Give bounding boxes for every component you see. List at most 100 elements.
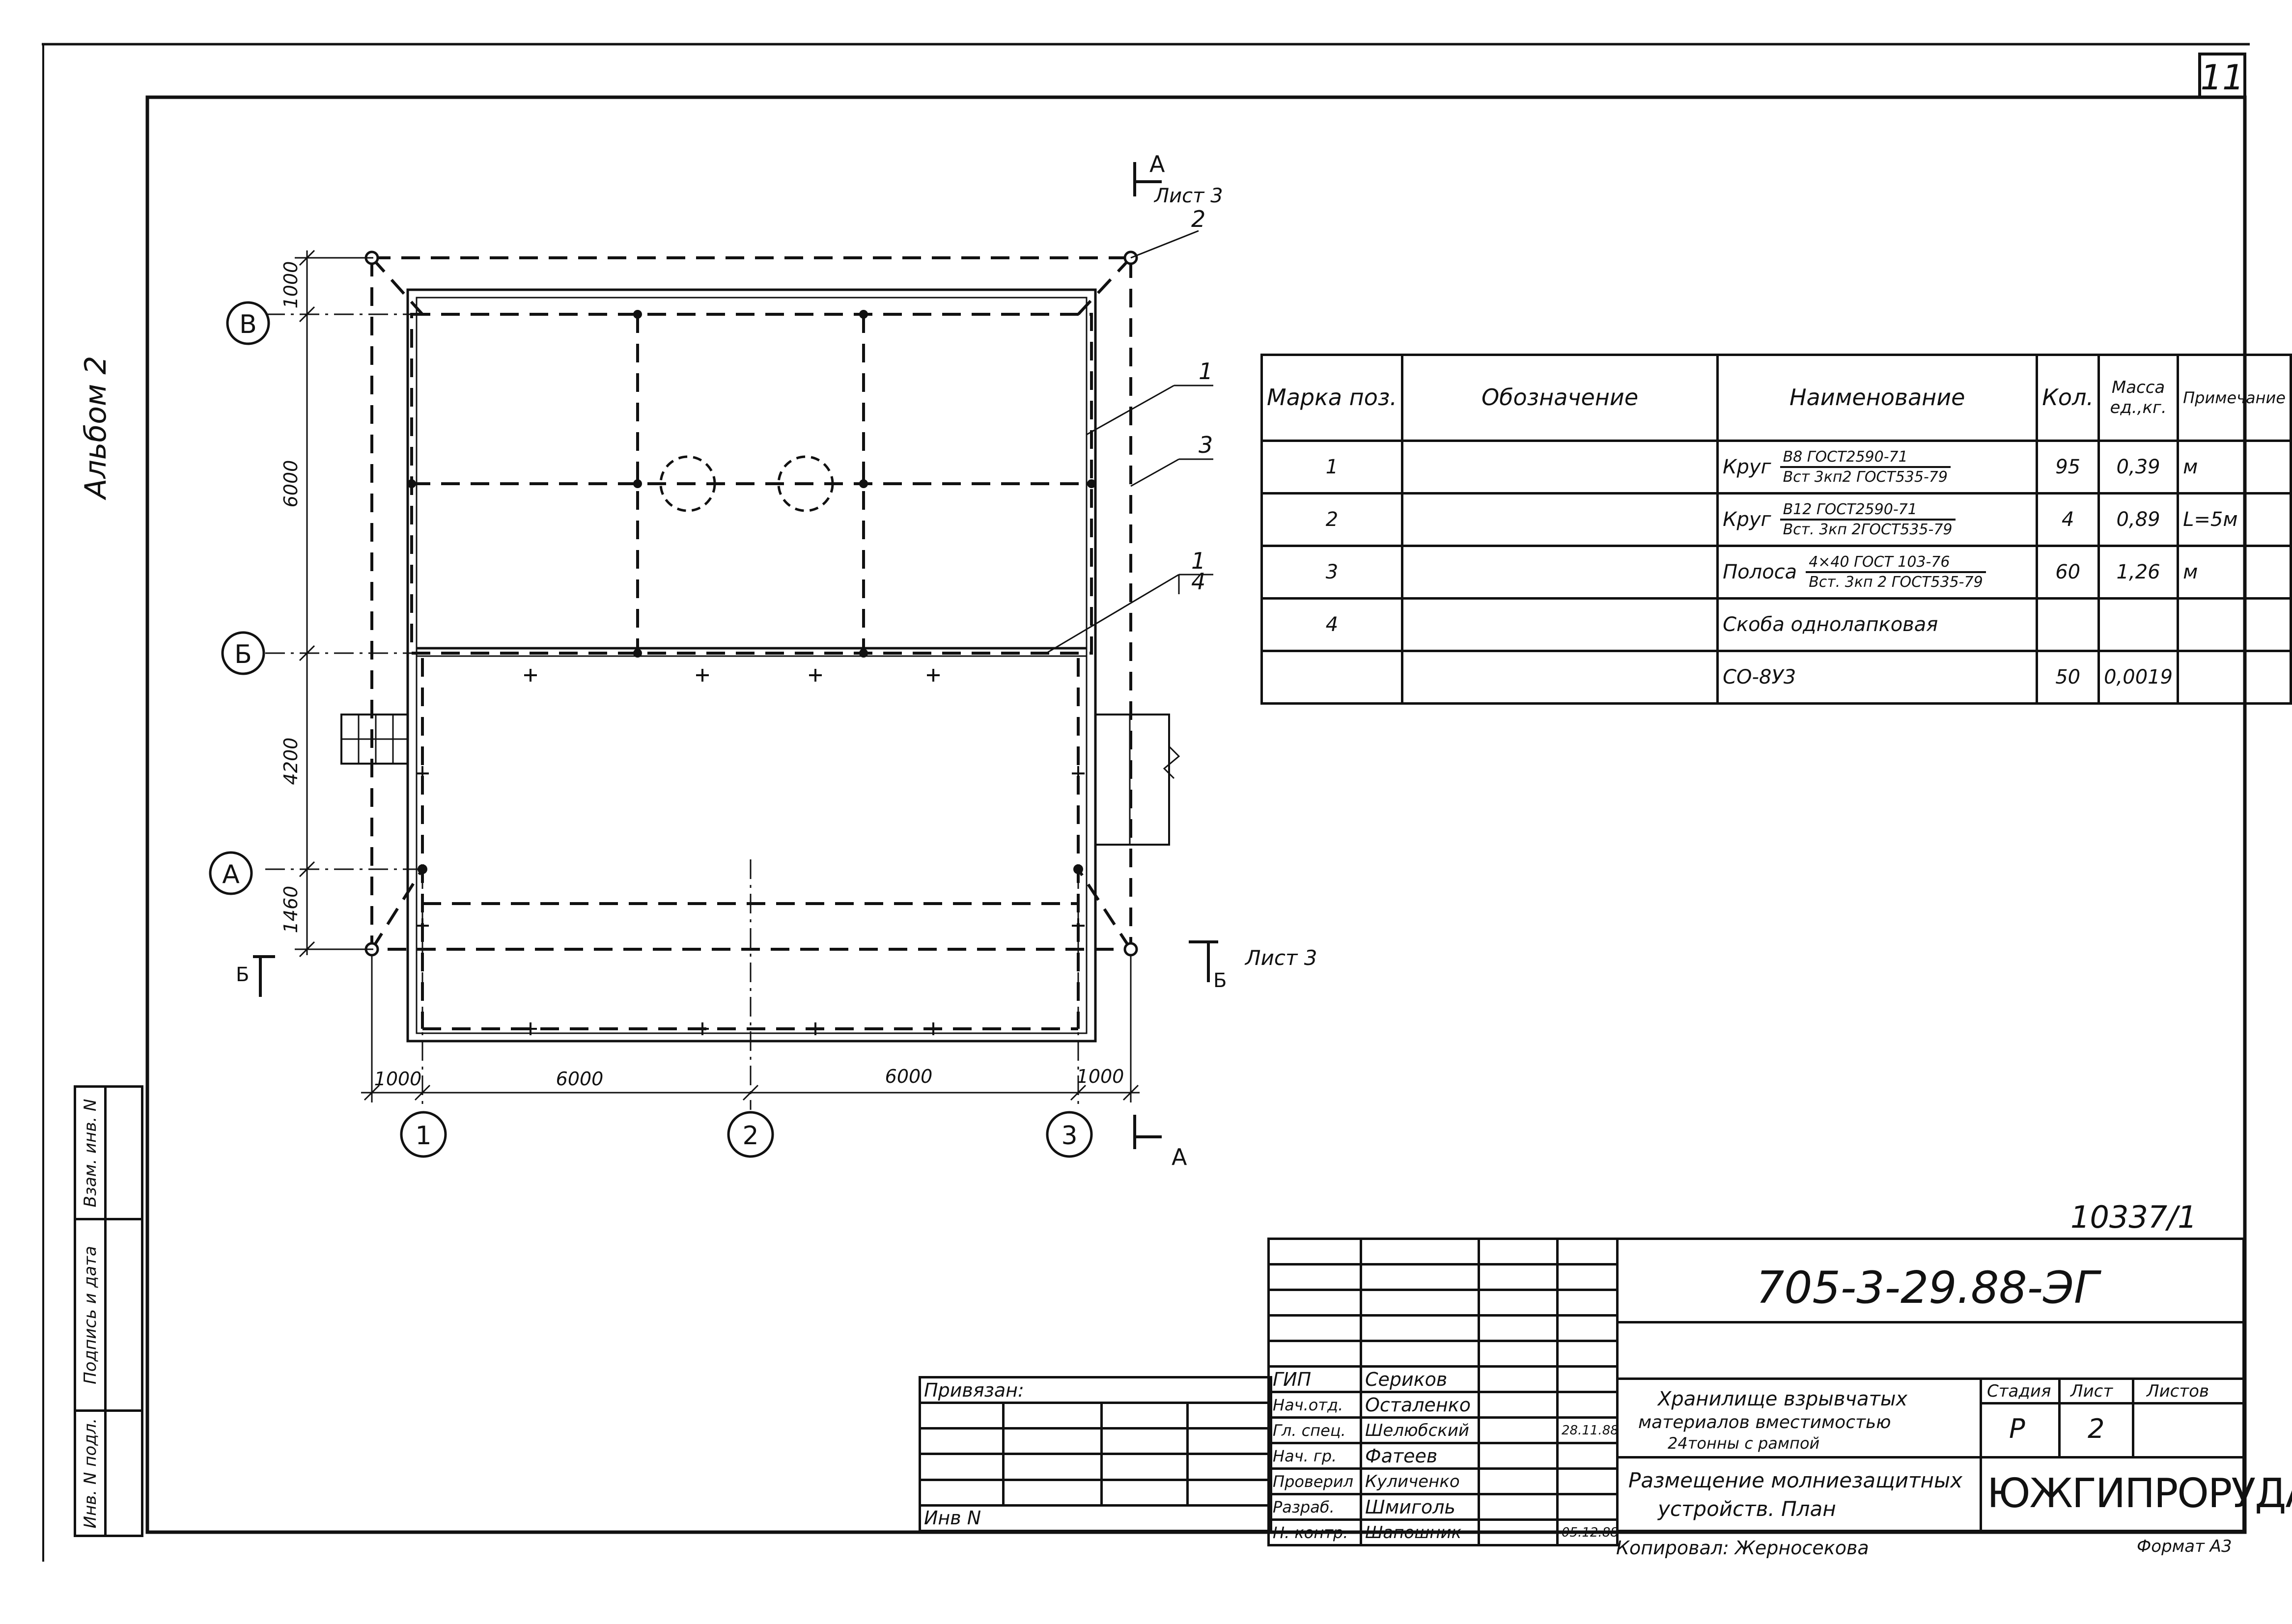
axis-letter-b: Б	[234, 640, 252, 669]
ground-loop	[370, 258, 1132, 951]
dim-h-2: 6000	[556, 1068, 604, 1090]
sig-name: Шмиголь	[1360, 1493, 1480, 1521]
sheet-title-2: устройств. План	[1658, 1497, 1836, 1521]
callout-4: 4	[1191, 568, 1205, 595]
section-right-letter: Б	[1213, 969, 1227, 992]
sheets-label: Листов	[2147, 1381, 2209, 1401]
spec-mass: 0,0019	[2097, 650, 2180, 705]
axis-letter-bubbles: В Б А	[209, 301, 270, 895]
section-mark-right	[1189, 940, 1218, 982]
sig-name: Фатеев	[1360, 1442, 1480, 1470]
callout-3: 3	[1199, 432, 1213, 458]
signature-row: Нач. гр.Фатеев	[1267, 1442, 1619, 1470]
spec-note	[2177, 597, 2292, 652]
sig-role: Нач.отд.	[1267, 1391, 1362, 1419]
spec-mass: 0,89	[2097, 492, 2180, 547]
spec-header-mass: Масса ед.,кг.	[2097, 354, 2180, 442]
code-cell: 705-3-29.88-ЭГ	[1619, 1240, 2242, 1323]
sheet-frame	[145, 95, 2247, 1534]
sig-signature	[1478, 1365, 1559, 1393]
sheet-title-1: Размещение молниезащитных	[1628, 1468, 1962, 1492]
spec-qty: 50	[2036, 650, 2100, 705]
lightning-rods	[364, 250, 1138, 957]
blank-row	[1619, 1323, 2242, 1380]
vent-pipes	[659, 455, 834, 512]
spec-name-bottom: Вст. 3кп 2 ГОСТ535-79	[1809, 574, 1983, 591]
table-row: 4 Скоба однолапковая	[1260, 597, 2292, 652]
spec-qty: 95	[2036, 440, 2100, 495]
axis-letter-a: А	[222, 860, 240, 889]
spec-mass: 0,39	[2097, 440, 2180, 495]
axis-lines	[265, 313, 1079, 1110]
sig-role: Проверил	[1267, 1467, 1362, 1495]
spec-name-top: В12 ГОСТ2590-71	[1780, 500, 1956, 521]
sig-role: Гл. спец.	[1267, 1416, 1362, 1444]
section-right-sheet: Лист 3	[1244, 946, 1317, 970]
spec-name-bottom: Вст. 3кп 2ГОСТ535-79	[1783, 521, 1953, 538]
table-row: СО-8У3 50 0,0019	[1260, 650, 2292, 705]
section-top-sheet: Лист 3	[1153, 185, 1223, 207]
sig-date: 05.12.88	[1556, 1518, 1619, 1546]
sig-signature	[1478, 1493, 1559, 1521]
sig-date	[1556, 1493, 1619, 1521]
margin-inv-original: Инв. N подл.	[80, 1418, 100, 1529]
sheet-number-box	[2198, 53, 2246, 99]
callout-1: 1	[1199, 358, 1213, 385]
outer-wall	[406, 288, 1097, 1043]
project-title-3: 24тонны с рампой	[1668, 1434, 1820, 1453]
copied-by: Копировал: Жерносекова	[1616, 1537, 1869, 1559]
spec-header-note: Примечание	[2177, 354, 2292, 442]
vertical-dimension-chain	[295, 249, 373, 958]
archive-number: 10337/1	[2070, 1199, 2197, 1235]
dim-h-3: 6000	[885, 1066, 933, 1087]
callout-2: 2	[1191, 206, 1205, 232]
stage-value: Р	[2009, 1413, 2025, 1444]
spec-name: СО-8У3	[1716, 650, 2039, 705]
sig-role: Нач. гр.	[1267, 1442, 1362, 1470]
specification-table: Марка поз. Обозначение Наименование Кол.…	[1260, 354, 2292, 705]
sheet-number: 11	[2200, 57, 2244, 98]
margin-inv-replace: Взам. инв. N	[80, 1099, 100, 1207]
title-main: 705-3-29.88-ЭГ Хранилище взрывчатых мате…	[1616, 1238, 2292, 1532]
spec-designation	[1400, 492, 1719, 547]
spec-mass: 1,26	[2097, 545, 2180, 600]
sig-name: Осталенко	[1360, 1391, 1480, 1419]
section-left-letter: Б	[236, 963, 249, 986]
signature-row: Разраб.Шмиголь	[1267, 1493, 1619, 1521]
spec-designation	[1400, 597, 1719, 652]
stage-label: Стадия	[1987, 1381, 2051, 1401]
format-label: Формат А3	[2137, 1537, 2232, 1556]
margin-sign-date: Подпись и дата	[80, 1245, 100, 1384]
sig-name: Шапошник	[1360, 1518, 1480, 1546]
axis-number-1: 1	[415, 1121, 431, 1151]
spec-name: Скоба однолапковая	[1716, 597, 2039, 652]
sig-name: Куличенко	[1360, 1467, 1480, 1495]
axis-number-bubbles: 1 2 3	[400, 1111, 1093, 1158]
bound-label: Привязан:	[918, 1376, 1273, 1404]
dim-v-1: 1000	[280, 261, 302, 309]
spec-name-bottom: Вст 3кп2 ГОСТ535-79	[1783, 468, 1948, 486]
sig-date	[1556, 1442, 1619, 1470]
section-mark-top	[1133, 162, 1162, 196]
spec-name: Круг	[1723, 456, 1771, 478]
dim-v-3: 4200	[280, 738, 302, 785]
spec-pos: 2	[1260, 492, 1403, 547]
project-title-2: материалов вместимостью	[1638, 1412, 1891, 1432]
spec-header-pos: Марка поз.	[1260, 354, 1403, 442]
sig-signature	[1478, 1518, 1559, 1546]
sheet-title-cell: Размещение молниезащитных устройств. Пла…	[1619, 1459, 1982, 1530]
spec-qty: 60	[2036, 545, 2100, 600]
sig-date	[1556, 1467, 1619, 1495]
spec-pos: 1	[1260, 440, 1403, 495]
spec-pos: 4	[1260, 597, 1403, 652]
spec-header-row: Марка поз. Обозначение Наименование Кол.…	[1260, 354, 2292, 442]
horizontal-dimension-chain	[361, 955, 1140, 1102]
junction-points	[407, 310, 1096, 874]
section-mark-bottom	[1133, 1115, 1162, 1149]
